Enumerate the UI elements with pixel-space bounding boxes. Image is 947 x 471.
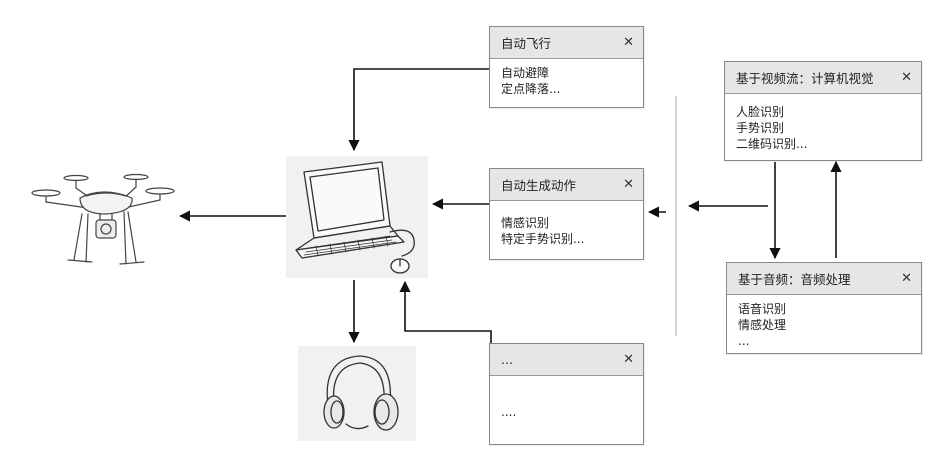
close-icon[interactable]: ✕ [901,271,912,286]
panel-title: 基于视频流：计算机视觉 [736,71,874,86]
panel-line: 自动避障 [501,66,550,80]
panel-header: 自动生成动作 ✕ [490,169,643,201]
panel-line: 手势识别 [736,121,785,135]
drone-icon [31,173,175,265]
headphones-icon [323,355,399,431]
close-icon[interactable]: ✕ [623,177,634,192]
laptop-icon [295,161,415,274]
panel-line: 人脸识别 [736,105,785,119]
arrow-other-to-laptop [399,280,492,378]
panel-header: 基于视频流：计算机视觉 ✕ [725,62,921,94]
panel-vision: 基于视频流：计算机视觉 ✕ 人脸识别 手势识别 二维码识别... [724,61,922,161]
arrow-autoflight-to-laptop [348,68,489,152]
close-icon[interactable]: ✕ [623,352,634,367]
panel-title: 自动飞行 [501,36,552,51]
panel-line: 情感识别 [501,216,550,230]
panel-body: .... [490,376,643,420]
panel-line: 特定手势识别... [501,232,585,246]
panel-line: .... [501,405,517,419]
close-icon[interactable]: ✕ [901,70,912,85]
panel-title: ... [501,352,513,367]
panel-body: 自动避障 定点降落... [490,59,643,97]
panel-header: 自动飞行 ✕ [490,27,643,59]
headphones-picture [298,346,416,441]
panel-audio: 基于音频：音频处理 ✕ 语音识别 情感处理 ... [726,262,922,354]
panel-title: 基于音频：音频处理 [738,272,851,287]
panel-line: 定点降落... [501,82,561,96]
panel-auto-action: 自动生成动作 ✕ 情感识别 特定手势识别... [489,168,644,260]
panel-body: 人脸识别 手势识别 二维码识别... [725,94,921,152]
panel-line: 语音识别 [738,302,787,316]
panel-title: 自动生成动作 [501,178,577,193]
panel-other: ... ✕ .... [489,343,644,445]
panel-line: ... [738,334,750,348]
panel-line: 情感处理 [738,318,787,332]
laptop-picture [286,156,428,278]
drone-picture [28,166,178,274]
panel-body: 情感识别 特定手势识别... [490,201,643,247]
panel-line: 二维码识别... [736,137,808,151]
panel-header: ... ✕ [490,344,643,376]
close-icon[interactable]: ✕ [623,35,634,50]
panel-auto-flight: 自动飞行 ✕ 自动避障 定点降落... [489,26,644,108]
panel-header: 基于音频：音频处理 ✕ [727,263,921,295]
panel-body: 语音识别 情感处理 ... [727,295,921,349]
